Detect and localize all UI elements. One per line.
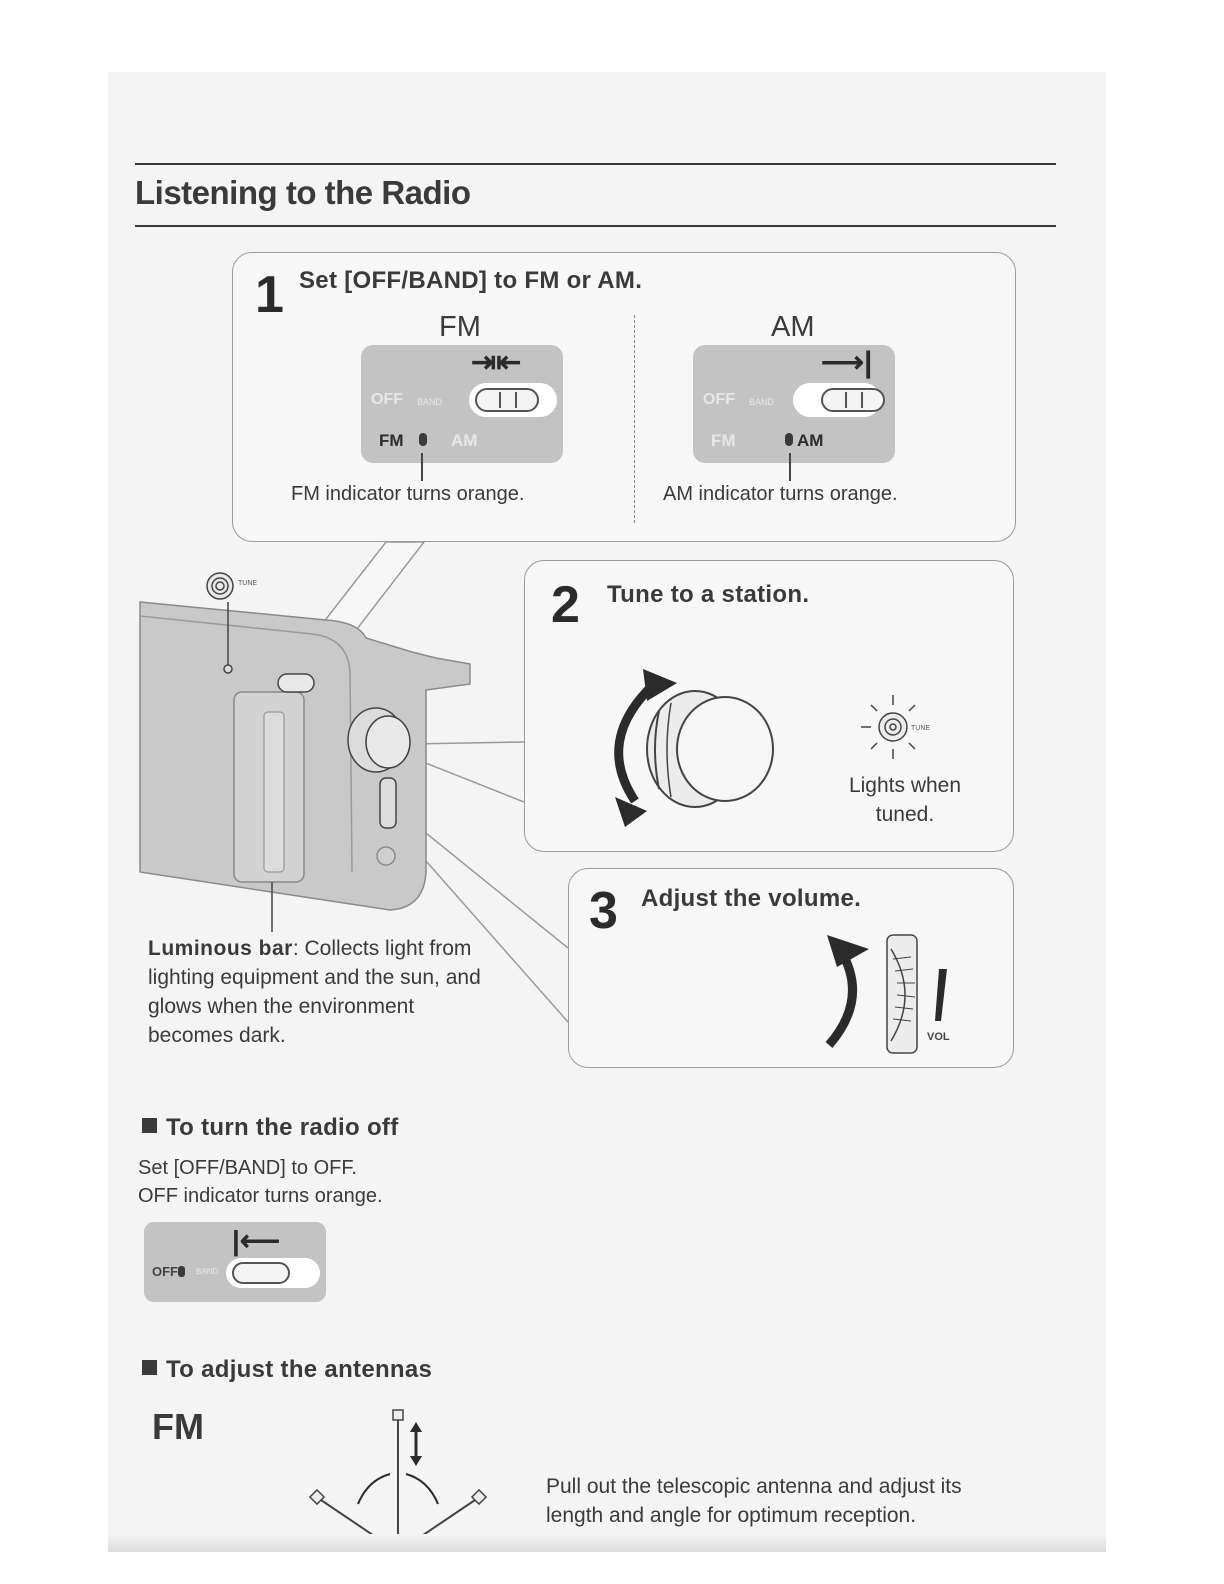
tune-indicator-glow-icon: [861, 695, 916, 759]
center-arrows-icon: ⇥⇤: [471, 346, 522, 379]
volume-wheel-drawing: [825, 934, 947, 1054]
luminous-bar-description: Luminous bar: Collects light from lighti…: [148, 934, 488, 1050]
off-box-band-label: BAND: [196, 1267, 219, 1276]
am-switch-panel: ⟶| OFF BAND FM AM: [693, 345, 895, 463]
right-arrow-icon: ⟶|: [821, 346, 873, 379]
step2-panel: 2 Tune to a station. TUNE: [524, 560, 1014, 852]
step1-instruction: Set [OFF/BAND] to FM or AM.: [299, 267, 643, 294]
rotate-arrow-up-icon: [643, 669, 677, 701]
page-bottom-shadow: [108, 1534, 1106, 1552]
fm-indicator-label: FM: [379, 431, 404, 450]
step1-panel: 1 Set [OFF/BAND] to FM or AM. FM ⇥⇤ OFF …: [232, 252, 1016, 542]
antenna-heading: To adjust the antennas: [142, 1356, 432, 1384]
volume-wedge-icon: [935, 969, 947, 1021]
lights-line1: Lights when: [848, 774, 962, 797]
lights-line2: tuned.: [875, 803, 935, 826]
off-switch-panel: |⟵ OFF BAND: [144, 1222, 326, 1302]
title-rule-bottom: [135, 225, 1056, 227]
off-indicator-lit: [178, 1266, 185, 1277]
turn-off-instructions: Set [OFF/BAND] to OFF. OFF indicator tur…: [138, 1154, 383, 1210]
extend-arrow-icon: [410, 1422, 422, 1432]
heading-square-icon: [142, 1118, 157, 1133]
radio-body-drawing: [139, 572, 471, 934]
page-title: Listening to the Radio: [135, 174, 471, 211]
fm-box-band-label: BAND: [417, 397, 443, 407]
step2-instruction: Tune to a station.: [607, 581, 810, 608]
vol-label: VOL: [927, 1031, 950, 1043]
off-switch-knob: [232, 1262, 290, 1284]
fm-caption: FM indicator turns orange.: [291, 483, 525, 505]
tune-small-label: TUNE: [911, 725, 931, 732]
turn-off-heading: To turn the radio off: [142, 1114, 398, 1142]
step1-number: 1: [255, 266, 284, 324]
telescopic-antenna-drawing: [298, 1409, 488, 1552]
luminous-bar-text: : Collects light from lighting equipment…: [148, 937, 481, 1047]
am-indicator-label: AM: [451, 431, 478, 450]
fm-box-off-label: OFF: [371, 391, 403, 408]
am-caption: AM indicator turns orange.: [663, 483, 898, 505]
radio-illustration: TUNE: [136, 572, 476, 934]
step3-panel: 3 Adjust the volume. VOL: [568, 868, 1014, 1068]
band-switch-knob: [475, 388, 539, 412]
lights-when-tuned-note: Lights when tuned.: [825, 771, 985, 829]
am-box-off-label: OFF: [703, 391, 735, 408]
tuning-dial-drawing: [614, 669, 774, 827]
rotate-arrow-down-icon: [615, 797, 647, 827]
title-rule-top: [135, 163, 1056, 165]
step2-number: 2: [551, 576, 580, 634]
am-indicator-lit: [785, 433, 793, 446]
heading-square-icon: [142, 1360, 157, 1375]
off-indicator-label: OFF: [152, 1264, 178, 1279]
antenna-fm-label: FM: [152, 1406, 204, 1447]
turn-off-line1: Set [OFF/BAND] to OFF.: [138, 1157, 357, 1179]
fm-switch-panel: ⇥⇤ OFF BAND FM AM: [361, 345, 563, 463]
turn-off-line2: OFF indicator turns orange.: [138, 1185, 383, 1207]
am-box-band-label: BAND: [749, 397, 775, 407]
band-switch-knob: [821, 388, 885, 412]
fm-indicator-lit: [419, 433, 427, 446]
volume-up-arrow-icon: [827, 935, 869, 967]
am-leader-line: [789, 453, 791, 481]
fm-leader-line: [421, 453, 423, 481]
left-arrow-icon: |⟵: [232, 1225, 280, 1256]
am-indicator-label: AM: [797, 431, 824, 450]
turn-off-heading-text: To turn the radio off: [166, 1114, 399, 1141]
column-divider: [634, 315, 635, 523]
antenna-instructions: Pull out the telescopic antenna and adju…: [546, 1475, 962, 1527]
step3-number: 3: [589, 882, 618, 940]
manual-page: Listening to the Radio 1 Set [OFF/BAND] …: [108, 72, 1106, 1552]
antenna-heading-text: To adjust the antennas: [166, 1356, 433, 1383]
radio-tune-label: TUNE: [238, 580, 258, 587]
fm-indicator-label: FM: [711, 431, 736, 450]
fm-column-label: FM: [439, 311, 481, 343]
luminous-bar-term: Luminous bar: [148, 937, 293, 960]
am-column-label: AM: [771, 311, 815, 343]
step3-instruction: Adjust the volume.: [641, 885, 862, 912]
retract-arrow-icon: [410, 1456, 422, 1466]
